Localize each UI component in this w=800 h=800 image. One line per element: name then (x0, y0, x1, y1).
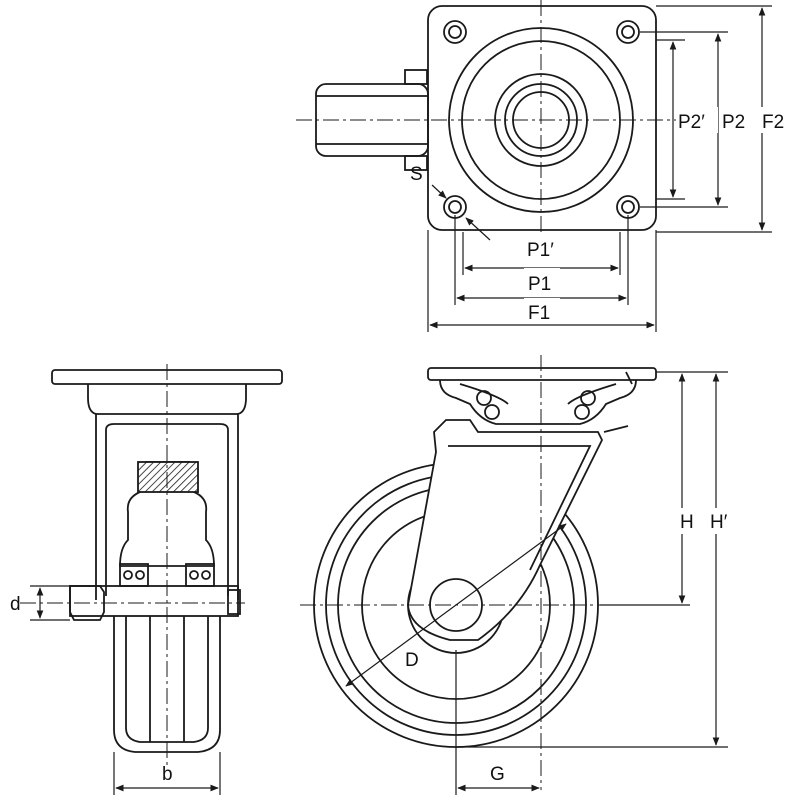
top-plate (427, 5, 657, 231)
label-h: H (680, 512, 694, 533)
front-view (51, 369, 283, 753)
side-view (313, 367, 657, 748)
label-d-small: d (10, 594, 21, 615)
label-p2-prime: P2′ (678, 112, 705, 133)
top-view (315, 5, 657, 231)
label-d-wheel: D (405, 650, 419, 671)
label-p1-prime: P1′ (527, 240, 554, 261)
label-h-prime: H′ (710, 512, 728, 533)
top-centerlines (296, 0, 680, 232)
label-b: b (162, 764, 173, 785)
side-dimensions (345, 371, 728, 795)
label-f1: F1 (528, 303, 550, 324)
front-dimensions (30, 585, 221, 795)
label-f2: F2 (762, 112, 784, 133)
label-s: S (410, 164, 423, 185)
d-wheel-dim (345, 523, 567, 687)
top-dimensions (427, 5, 772, 332)
label-p1: P1 (528, 274, 551, 295)
label-p2: P2 (722, 112, 745, 133)
label-g: G (490, 764, 505, 785)
front-centerlines (20, 364, 245, 765)
